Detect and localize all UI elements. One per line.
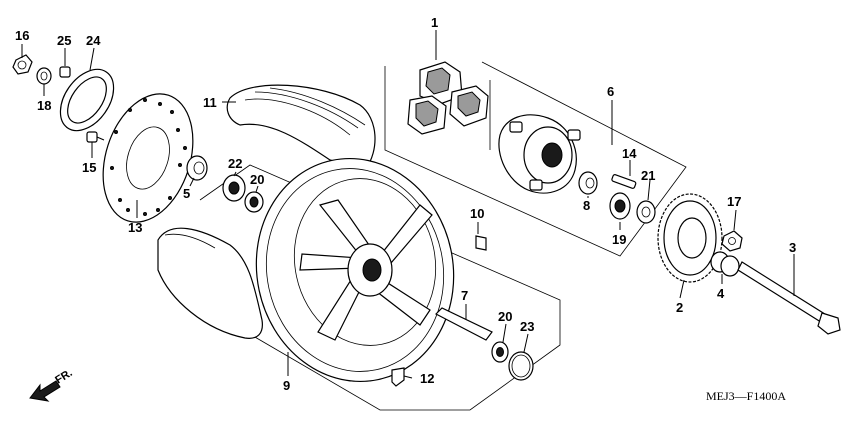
- seal-20-lower[interactable]: [491, 341, 509, 363]
- final-driven-sprocket[interactable]: [657, 193, 723, 283]
- damper-rubber-set[interactable]: [407, 61, 489, 135]
- o-ring-23[interactable]: [508, 351, 534, 381]
- seal-20-upper[interactable]: [244, 191, 264, 213]
- front-direction-arrow: FR.: [29, 367, 75, 402]
- callout-1: 1: [431, 15, 438, 30]
- callout-4: 4: [717, 286, 725, 301]
- callout-3: 3: [789, 240, 796, 255]
- callout-21: 21: [641, 168, 655, 183]
- callout-14: 14: [622, 146, 637, 161]
- driven-flange[interactable]: [498, 114, 581, 194]
- callout-9: 9: [283, 378, 290, 393]
- stud-bolt-14[interactable]: [611, 174, 637, 189]
- drawing-code: MEJ3—F1400A: [706, 389, 786, 403]
- callout-11: 11: [203, 95, 217, 110]
- callout-18: 18: [37, 98, 51, 113]
- callout-23: 23: [520, 319, 534, 334]
- callout-8: 8: [583, 198, 590, 213]
- distance-collar[interactable]: [434, 307, 493, 341]
- collar-5[interactable]: [186, 155, 208, 181]
- callout-15: 15: [82, 160, 96, 175]
- callout-22: 22: [228, 156, 242, 171]
- tire-valve[interactable]: [391, 367, 405, 387]
- callout-12: 12: [420, 371, 434, 386]
- callout-2: 2: [676, 300, 683, 315]
- bearing-19[interactable]: [609, 192, 631, 220]
- callout-17: 17: [727, 194, 741, 209]
- bolt-25[interactable]: [59, 66, 71, 78]
- callout-19: 19: [612, 232, 626, 247]
- collar-8[interactable]: [578, 171, 598, 195]
- callout-24: 24: [86, 33, 101, 48]
- hub-assembly-frame: [384, 61, 687, 257]
- callout-16: 16: [15, 28, 29, 43]
- callout-10: 10: [470, 206, 484, 221]
- wheel-rim[interactable]: [236, 140, 474, 400]
- bolt-15[interactable]: [86, 131, 105, 143]
- callout-6: 6: [607, 84, 614, 99]
- wheel-assembly-frame: [199, 164, 561, 411]
- rear-axle[interactable]: [737, 261, 841, 335]
- collar-4[interactable]: [710, 251, 740, 277]
- callout-7: 7: [461, 288, 468, 303]
- tire[interactable]: [226, 84, 376, 171]
- callout-20-upper: 20: [250, 172, 264, 187]
- callout-5: 5: [183, 186, 190, 201]
- balance-weight[interactable]: [475, 235, 487, 251]
- leader-lines: [21, 30, 795, 379]
- callout-20-lower: 20: [498, 309, 512, 324]
- pulser-ring[interactable]: [49, 60, 124, 141]
- nut-16[interactable]: [12, 54, 33, 75]
- nut-17[interactable]: [721, 230, 743, 252]
- rear-fender: [157, 227, 263, 339]
- callout-25: 25: [57, 33, 71, 48]
- bearing-22[interactable]: [222, 174, 246, 202]
- seal-21[interactable]: [636, 200, 656, 224]
- callout-labels: 1 2 3 4 5 6 7 8 9 10 11 12 13 14 15 16 1…: [15, 15, 796, 393]
- washer-18[interactable]: [36, 67, 52, 85]
- callout-13: 13: [128, 220, 142, 235]
